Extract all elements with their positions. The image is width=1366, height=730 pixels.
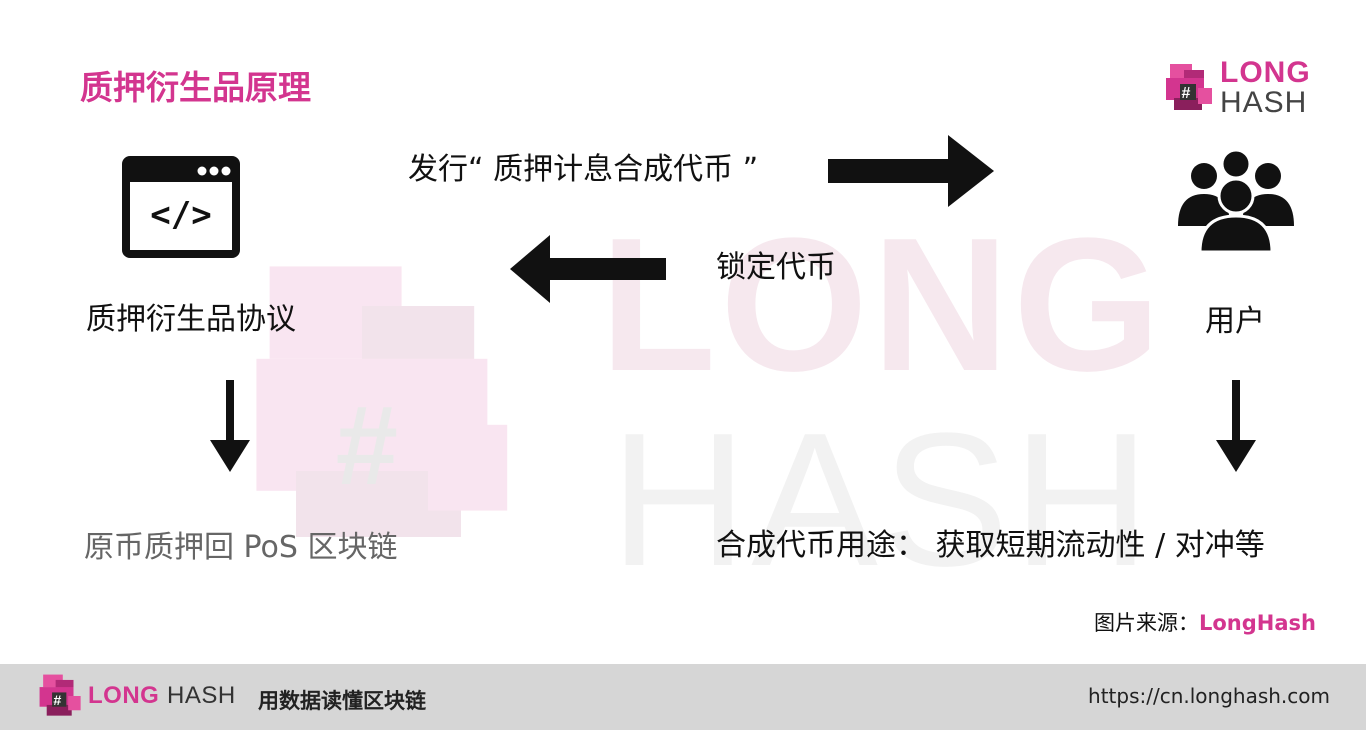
node-stake-label: 原币质押回 PoS 区块链 <box>84 530 398 565</box>
footer-brand-long: LONG <box>88 682 160 709</box>
longhash-mascot-icon: # <box>1166 64 1212 110</box>
user-group-icon <box>1178 148 1294 252</box>
node-usage-label: 合成代币用途： 获取短期流动性 / 对冲等 <box>716 528 1265 563</box>
logo-word-hash: HASH <box>1220 86 1308 119</box>
arrow-left-icon <box>510 235 666 303</box>
footer-tagline: 用数据读懂区块链 <box>258 689 426 713</box>
svg-text:#: # <box>53 693 61 709</box>
edge-issue-label: 发行“ 质押计息合成代币 ” <box>408 152 759 187</box>
browser-code-icon: </> <box>122 156 240 258</box>
watermark-hash: HASH <box>610 394 1154 606</box>
arrow-down-right-icon <box>1216 380 1256 472</box>
edge-lock-label: 锁定代币 <box>716 250 836 285</box>
footer-mascot-icon: # <box>39 674 81 716</box>
watermark-mascot-icon: # <box>256 266 508 537</box>
svg-text:#: # <box>336 382 398 508</box>
footer-url-link[interactable]: https://cn.longhash.com <box>1088 684 1330 708</box>
footer-brand-hash: HASH <box>167 682 236 709</box>
page-title: 质押衍生品原理 <box>80 68 311 107</box>
node-user-label: 用户 <box>1205 304 1265 339</box>
svg-text:#: # <box>1182 85 1191 102</box>
source-brand-link[interactable]: LongHash <box>1199 611 1316 635</box>
svg-text:</>: </> <box>150 195 211 235</box>
watermark-long: LONG <box>600 199 1165 411</box>
footer-bar: # LONG HASH 用数据读懂区块链 https://cn.longhash… <box>0 664 1366 730</box>
arrow-down-left-icon <box>210 380 250 472</box>
longhash-logo[interactable]: # LONG HASH <box>1162 58 1312 118</box>
arrow-right-icon <box>828 135 994 207</box>
node-protocol-label: 质押衍生品协议 <box>86 302 296 337</box>
image-source-caption: 图片来源：LongHash <box>1094 607 1316 637</box>
source-prefix: 图片来源： <box>1094 611 1199 635</box>
logo-word-long: LONG <box>1220 56 1311 89</box>
